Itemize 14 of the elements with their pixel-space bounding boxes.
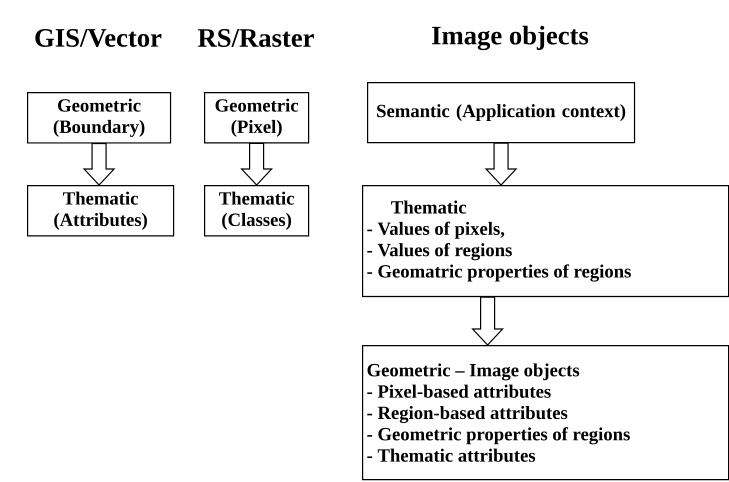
text-box: Geometric – Image objects - Pixel-based attributes - Region-based attributes - Geometric properties of regions - Thematic attributes — [362, 344, 729, 480]
text-box: Thematic - Values of pixels, - Values of regions - Geomatric properties of regions — [362, 185, 729, 298]
column-heading: Image objects — [432, 26, 588, 50]
block-arrow — [240, 142, 273, 186]
block-arrow — [471, 296, 504, 346]
column-heading: GIS/Vector — [35, 28, 162, 48]
label-box: Semantic (Application context) — [367, 82, 636, 144]
label-box: Geometric (Boundary) — [27, 92, 172, 144]
label-box: Thematic (Classes) — [204, 185, 310, 236]
label-box: Geometric (Pixel) — [204, 92, 310, 144]
label-box: Thematic (Attributes) — [27, 185, 174, 236]
block-arrow — [82, 142, 116, 186]
block-arrow — [484, 142, 518, 186]
column-heading: RS/Raster — [198, 29, 314, 47]
